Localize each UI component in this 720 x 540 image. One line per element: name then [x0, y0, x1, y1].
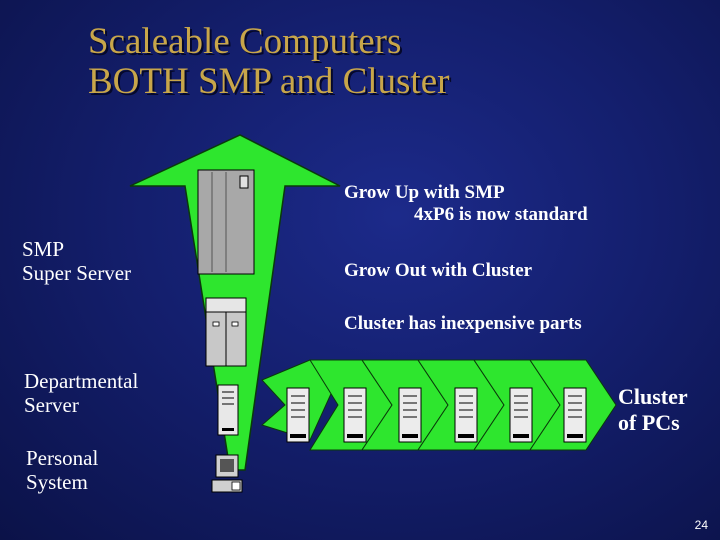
personal-label-line-2: System: [26, 470, 88, 494]
slide-title: Scaleable Computers BOTH SMP and Cluster: [88, 22, 449, 102]
cluster-pc-icon: [398, 387, 422, 443]
cluster-pc-icon: [343, 387, 367, 443]
tower-pc-icon: [217, 384, 239, 436]
cluster-chevrons: [260, 359, 617, 451]
smp-super-server-label: SMP Super Server: [22, 237, 131, 285]
page-number: 24: [694, 518, 708, 532]
cluster-pc-icon: [454, 387, 478, 443]
grow-out-note: Grow Out with Cluster: [344, 260, 533, 281]
smp-label-line-1: SMP: [22, 237, 65, 261]
cluster-pc-towers: [286, 387, 587, 443]
cluster-pc-icon: [563, 387, 587, 443]
grow-up-note: Grow Up with SMP 4xP6 is now standard: [344, 182, 588, 226]
personal-system-label: Personal System: [26, 446, 98, 494]
departmental-label-line-1: Departmental: [24, 369, 139, 393]
departmental-label-line-2: Server: [24, 393, 79, 417]
grow-up-line-2: 4xP6 is now standard: [414, 204, 588, 225]
title-line-2: BOTH SMP and Cluster: [88, 61, 450, 102]
cluster-label-line-1: Cluster: [618, 384, 688, 409]
cluster-pc-icon: [286, 387, 310, 443]
personal-label-line-1: Personal: [26, 446, 99, 470]
smp-super-server-icon: [197, 169, 255, 275]
departmental-server-icon: [205, 297, 247, 367]
cluster-of-pcs-label: Cluster of PCs: [618, 384, 688, 436]
title-line-1: Scaleable Computers: [88, 21, 402, 62]
departmental-server-label: Departmental Server: [24, 369, 138, 417]
personal-system-icon: [211, 454, 243, 493]
cluster-label-line-2: of PCs: [618, 410, 680, 435]
grow-up-line-1: Grow Up with SMP: [344, 182, 505, 203]
inexpensive-parts-note: Cluster has inexpensive parts: [344, 313, 582, 334]
cluster-pc-icon: [509, 387, 533, 443]
smp-label-line-2: Super Server: [22, 261, 132, 285]
